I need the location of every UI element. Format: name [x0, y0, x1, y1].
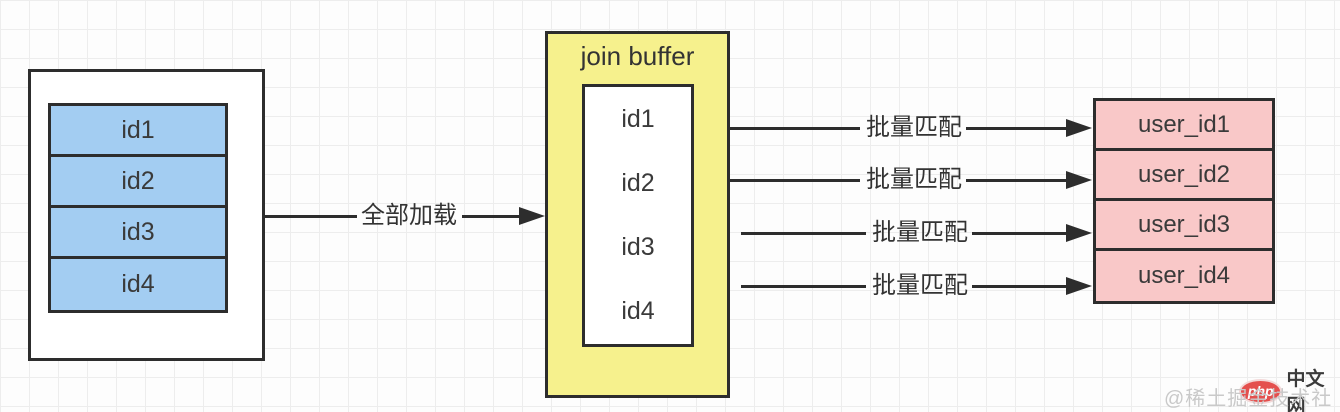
match-arrow-3-line-left — [741, 232, 866, 235]
table-row: id1 — [51, 106, 225, 157]
row-label: user_id1 — [1137, 110, 1231, 138]
match-arrow-1-line-left — [730, 127, 860, 130]
community-watermark: @稀土掘金技术社区 — [1164, 388, 1333, 410]
buffer-row: id1 — [621, 104, 655, 133]
table-row: user_id3 — [1096, 201, 1272, 251]
row-label: id4 — [121, 270, 155, 298]
row-label: id2 — [121, 166, 155, 195]
match-arrow-4-label: 批量匹配 — [872, 272, 968, 299]
row-label: id3 — [121, 217, 155, 246]
row-label: user_id4 — [1137, 262, 1231, 289]
join-buffer-box: join buffer id1 id2 id3 id4 — [545, 31, 730, 398]
join-buffer-inner-box: id1 id2 id3 id4 — [582, 84, 694, 347]
table-row: id2 — [51, 157, 225, 208]
load-arrow-line-left — [265, 215, 357, 218]
php-logo-suffix: 中文网 — [1286, 369, 1325, 412]
match-arrow-4-line-left — [741, 285, 866, 288]
table-row: user_id1 — [1096, 101, 1272, 151]
table-row: user_id2 — [1096, 151, 1272, 201]
load-arrow-head-icon — [519, 207, 545, 225]
row-label: user_id2 — [1137, 160, 1231, 188]
match-arrow-2-head-icon — [1066, 171, 1092, 189]
join-buffer-title: join buffer — [580, 41, 695, 71]
table-row: id4 — [51, 259, 225, 310]
match-arrow-2-label: 批量匹配 — [866, 166, 962, 193]
match-arrow-1-head-icon — [1066, 119, 1092, 137]
table-row: user_id4 — [1096, 251, 1272, 301]
match-arrow-3-head-icon — [1066, 224, 1092, 242]
row-label: id1 — [121, 115, 155, 144]
match-arrow-3-label: 批量匹配 — [872, 219, 968, 246]
match-arrow-1-label: 批量匹配 — [866, 114, 962, 141]
row-label: user_id3 — [1137, 210, 1231, 238]
match-arrow-1-line-right — [966, 127, 1067, 130]
driving-table-rows: id1 id2 id3 id4 — [48, 103, 228, 313]
table-row: id3 — [51, 208, 225, 259]
match-arrow-4-head-icon — [1066, 277, 1092, 295]
buffer-row: id2 — [621, 168, 655, 197]
load-arrow-line-right — [462, 215, 520, 218]
matched-table-rows: user_id1 user_id2 user_id3 user_id4 — [1093, 98, 1275, 304]
php-logo-badge-icon: php — [1241, 380, 1281, 402]
match-arrow-2-line-right — [966, 179, 1067, 182]
match-arrow-2-line-left — [730, 179, 860, 182]
match-arrow-3-line-right — [972, 232, 1067, 235]
match-arrow-4-line-right — [972, 285, 1067, 288]
php-site-logo: php 中文网 — [1241, 364, 1340, 412]
buffer-row: id4 — [621, 297, 655, 326]
load-arrow-label: 全部加载 — [361, 202, 457, 229]
buffer-row: id3 — [621, 233, 655, 262]
